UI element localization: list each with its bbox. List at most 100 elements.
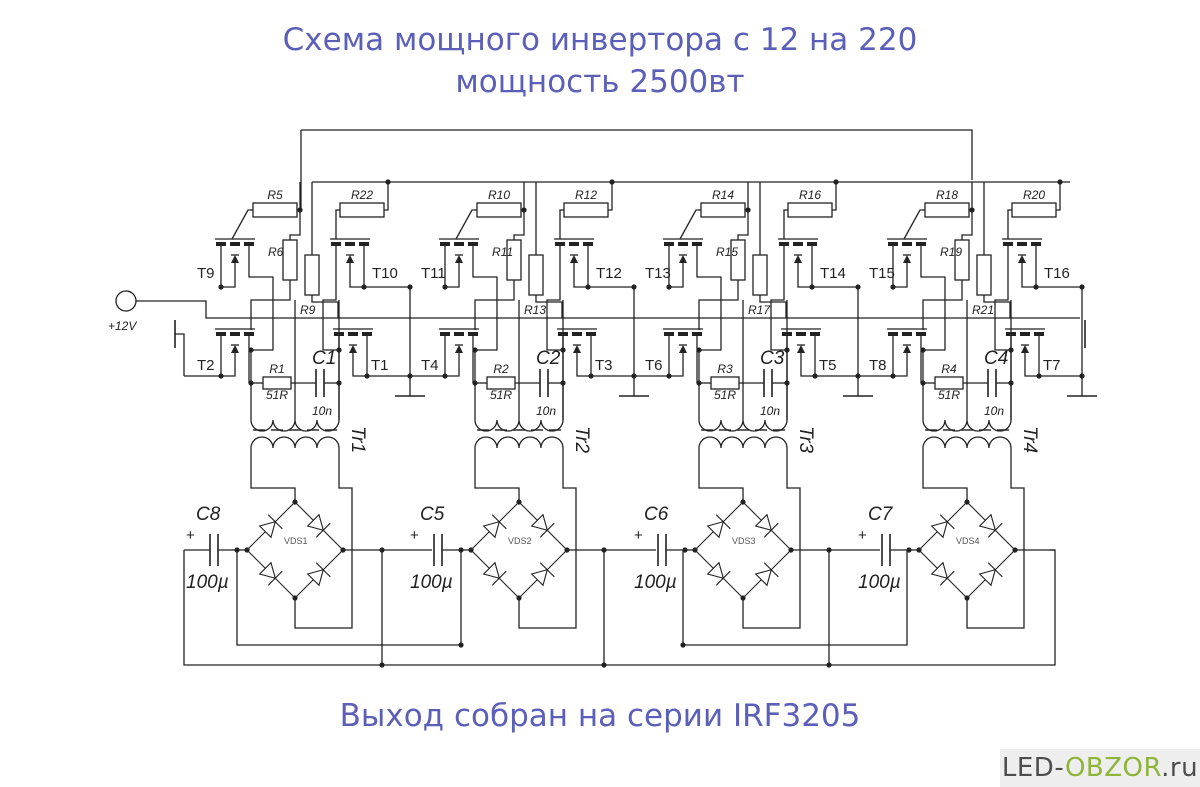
mosfet-t8-diode: [903, 345, 911, 353]
mosfet-t5-pad: [810, 332, 820, 336]
transistor-label: T11: [421, 265, 446, 282]
junction-dot: [784, 347, 790, 353]
wire: [175, 333, 185, 376]
junction-dot: [964, 595, 970, 601]
diode-body: [258, 561, 277, 580]
transistor-label: T2: [197, 357, 215, 374]
input-terminal-icon: [115, 290, 137, 312]
transformer-secondary-coil: [698, 436, 788, 449]
wire: [335, 209, 340, 239]
components: [115, 179, 1097, 668]
transformer-secondary-coil: [250, 436, 340, 449]
junction-dot: [1057, 179, 1063, 185]
diode-bar: [267, 570, 283, 586]
resistor-label: R18: [936, 188, 958, 202]
resistor-label: R13: [524, 303, 546, 317]
resistor-r15: [730, 239, 746, 281]
wire: [922, 280, 963, 330]
title-line-1: Схема мощного инвертора с 12 на 220: [282, 22, 918, 58]
wire: [236, 550, 461, 646]
diode-bar: [315, 562, 331, 578]
mosfet-t7-pad: [1034, 332, 1044, 336]
resistor-label: R15: [716, 245, 738, 259]
resistor-r5: [252, 202, 298, 218]
resistor-label: R17: [748, 303, 771, 317]
resistor-r2: [486, 376, 516, 390]
capacitor-label: C1: [312, 348, 336, 369]
wire: [679, 209, 701, 240]
junction-dot: [631, 373, 637, 379]
junction-dot: [855, 373, 861, 379]
mosfet-t6-pad: [678, 332, 688, 336]
mosfet-t8-pad: [902, 332, 912, 336]
diode-body: [754, 513, 773, 532]
resistor-r3: [710, 376, 740, 390]
wires: [136, 129, 1083, 666]
wire: [311, 295, 339, 318]
site-logo[interactable]: LED-OBZOR.ru: [1000, 749, 1200, 787]
transformer-secondary-coil: [474, 436, 564, 449]
output-loop: [183, 549, 1056, 666]
diode-body: [706, 520, 725, 539]
wire: [1007, 209, 1012, 239]
resistor-r20: [1011, 202, 1057, 218]
transistor-label: T16: [1044, 265, 1070, 282]
mosfet-t3-diode: [573, 345, 581, 353]
junction-dot: [385, 179, 391, 185]
wire: [698, 448, 744, 502]
mosfet-t15-pad: [888, 242, 898, 246]
capacitor-label: C4: [984, 348, 1008, 369]
resistor-label: R14: [712, 188, 734, 202]
resistor-r13: [528, 254, 544, 296]
junction-dot: [442, 284, 448, 290]
wire: [384, 182, 389, 211]
wire: [250, 448, 296, 502]
junction-dot: [890, 284, 896, 290]
junction-dot: [244, 547, 250, 553]
wire: [1021, 263, 1082, 288]
resistor-r4: [934, 376, 964, 390]
mosfet-t12-pad: [583, 242, 593, 246]
wire: [1024, 353, 1082, 377]
junction-dot: [468, 547, 474, 553]
junction-dot: [564, 547, 570, 553]
mosfet-t15-diode: [903, 255, 911, 263]
resistor-r6: [282, 239, 298, 281]
junction-dot: [516, 595, 522, 601]
junction-dot: [680, 642, 686, 648]
bridge-vds2-diamond: [470, 501, 568, 599]
wire: [797, 263, 858, 288]
wire: [698, 280, 739, 330]
diode-bar: [267, 514, 283, 530]
resistor-label: R20: [1023, 188, 1045, 202]
resistor-r1: [262, 376, 292, 390]
wire: [994, 246, 1012, 351]
wire: [966, 448, 1025, 629]
wire: [832, 182, 837, 211]
resistor-label: R9: [300, 303, 316, 317]
wire: [474, 280, 515, 330]
bridge-diode: [978, 562, 1003, 587]
junction-dot: [364, 373, 370, 379]
input-voltage-label: +12V: [108, 319, 137, 333]
wire: [903, 209, 925, 240]
mosfet-t14-pad: [793, 242, 803, 246]
diode-body: [258, 520, 277, 539]
junction-dot: [812, 373, 818, 379]
junction-dot: [740, 499, 746, 505]
junction-dot: [458, 547, 464, 553]
resistor-r21: [976, 254, 992, 296]
transistor-label: T7: [1043, 357, 1061, 374]
transformer-primary-coil: [250, 419, 340, 432]
wire: [682, 550, 908, 646]
resistor-label: R11: [492, 245, 513, 259]
bridge-vds1-diamond: [246, 501, 344, 599]
mosfet-t12-pad: [555, 242, 565, 246]
polarity-plus: +: [410, 527, 419, 544]
capacitor-label: C8: [196, 504, 221, 525]
junction-dot: [631, 284, 637, 290]
polarity-plus: +: [186, 527, 195, 544]
transistor-label: T5: [819, 357, 837, 374]
wire: [920, 246, 946, 351]
